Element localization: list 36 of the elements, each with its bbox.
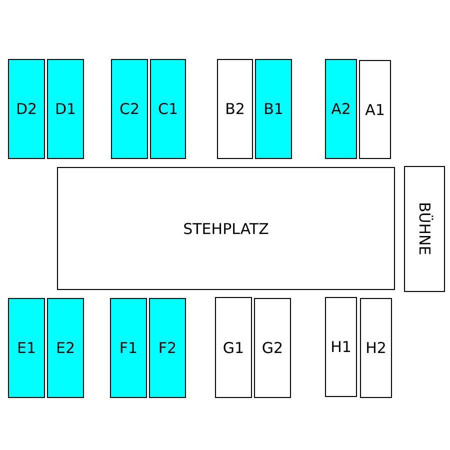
seating-block (8, 298, 45, 398)
stage-area (404, 166, 445, 292)
seating-block (325, 59, 357, 159)
seating-block (255, 59, 292, 159)
area-label: H1 (330, 338, 352, 356)
seating-block (359, 60, 391, 159)
seating-block (360, 298, 392, 398)
seating-block (325, 297, 357, 397)
area-label: H2 (366, 339, 386, 357)
seating-block (47, 59, 84, 159)
seating-block (111, 59, 148, 159)
area-label: E2 (56, 339, 76, 357)
area-label: G2 (262, 339, 284, 357)
area-label: B1 (264, 100, 284, 118)
seating-block (149, 298, 186, 398)
area-label: STEHPLATZ (183, 220, 269, 238)
area-label: A2 (331, 100, 351, 118)
seating-block (47, 298, 84, 398)
seating-block (254, 298, 291, 398)
area-label: B2 (225, 100, 245, 118)
area-label: F1 (119, 339, 138, 357)
area-label: G1 (222, 338, 244, 356)
seating-block (110, 298, 147, 398)
area-label: C2 (119, 100, 140, 118)
area-label: E1 (16, 339, 36, 357)
seating-block (150, 59, 186, 159)
area-label: D2 (16, 100, 38, 118)
area-label: D1 (54, 100, 76, 118)
area-label: C1 (158, 100, 178, 118)
area-label: A1 (365, 100, 385, 118)
seating-block (215, 297, 252, 398)
seating-block (8, 59, 45, 159)
standing-area (57, 167, 395, 290)
area-label: BÜHNE (416, 202, 434, 256)
area-label: F2 (158, 339, 177, 357)
seating-block (217, 59, 253, 159)
